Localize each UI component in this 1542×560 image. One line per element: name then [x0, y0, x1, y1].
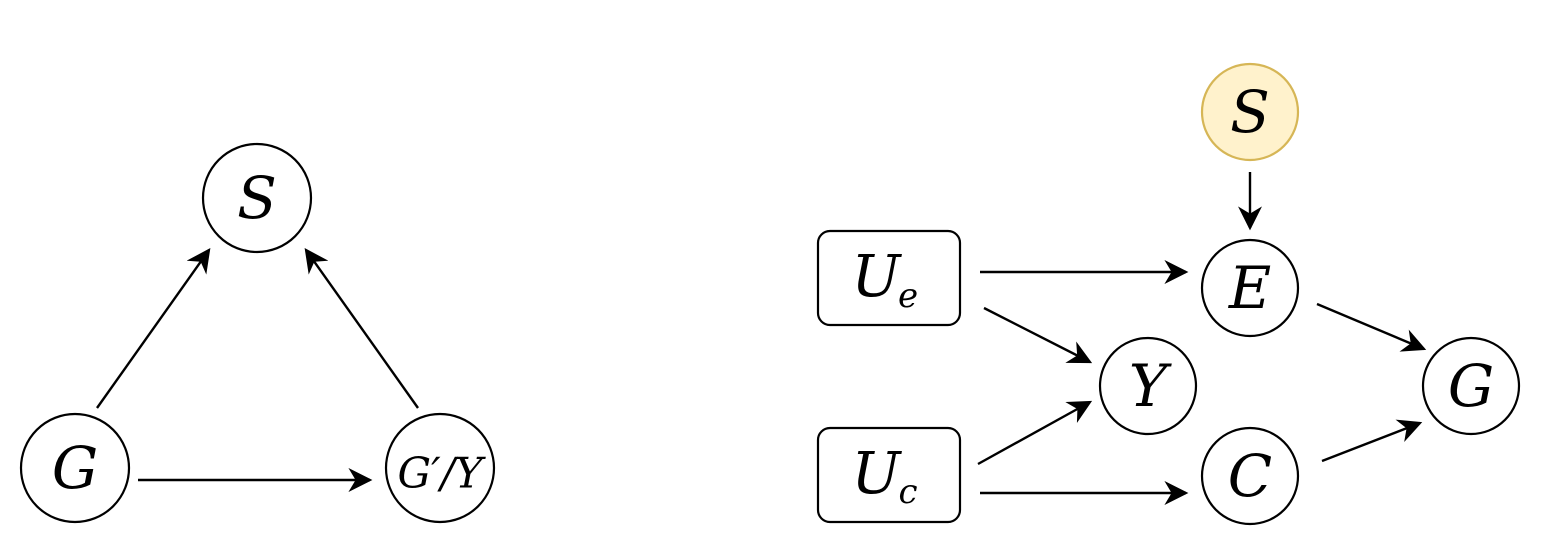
right-node-c: C — [1200, 426, 1300, 526]
right-node-ue-main: U — [852, 242, 903, 310]
left-node-gy: G′/Y — [384, 412, 496, 524]
edge-gy-to-s — [304, 248, 419, 409]
right-node-g-label: G — [1448, 352, 1494, 420]
right-node-s: S — [1200, 62, 1300, 162]
right-node-uc: U c — [816, 426, 962, 524]
left-node-g-label: G — [52, 434, 98, 502]
right-node-c-label: C — [1228, 442, 1272, 510]
left-node-s: S — [201, 142, 313, 254]
right-diagram: S U e U c E Y C G — [816, 62, 1521, 526]
left-node-s-label: S — [237, 164, 277, 232]
edge-c-to-g — [1321, 419, 1423, 463]
edge-ue-to-y — [983, 306, 1093, 364]
right-node-ue: U e — [816, 229, 962, 327]
left-diagram: S G G′/Y — [19, 142, 496, 524]
right-node-e: E — [1200, 238, 1300, 338]
right-node-y-label: Y — [1129, 352, 1172, 420]
edge-uc-to-y — [977, 400, 1093, 466]
edge-g-to-s — [96, 248, 211, 409]
right-node-s-label: S — [1230, 78, 1270, 146]
left-node-gy-label: G′/Y — [398, 449, 487, 498]
edge-e-to-g — [1316, 302, 1427, 352]
right-node-y: Y — [1098, 336, 1198, 436]
right-node-uc-sub: c — [898, 472, 917, 512]
right-node-uc-main: U — [852, 439, 903, 507]
right-node-g: G — [1421, 336, 1521, 436]
right-node-e-label: E — [1228, 254, 1271, 322]
left-node-g: G — [19, 412, 131, 524]
right-node-ue-sub: e — [898, 276, 918, 316]
